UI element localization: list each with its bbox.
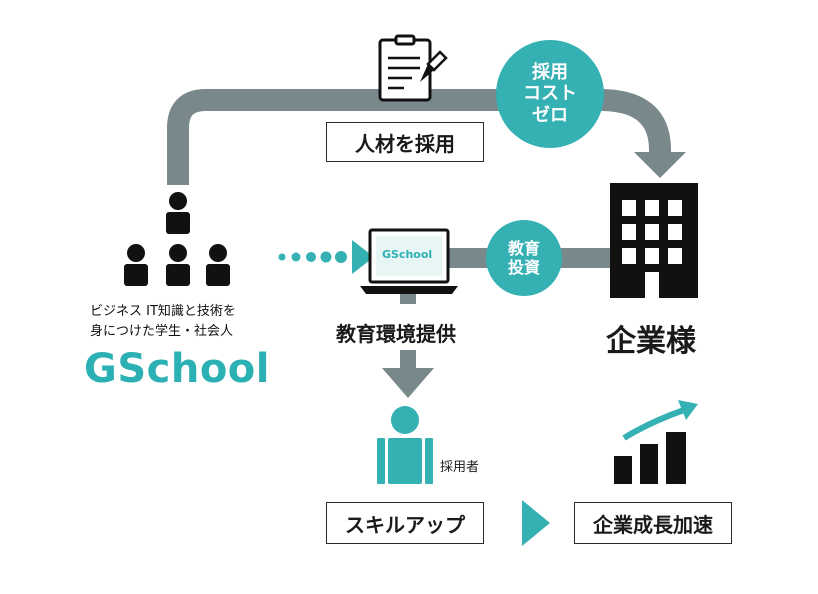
office-building-icon <box>610 183 698 298</box>
laptop-icon <box>360 228 458 294</box>
company-label: 企業様 <box>606 324 696 359</box>
gschool-logo: GSchool <box>84 346 270 392</box>
hired-label: 採用者 <box>440 460 480 475</box>
students-line-1: ビジネス IT知識と技術を <box>90 304 236 319</box>
hire-box: 人材を採用 <box>326 122 484 162</box>
growth-chart-icon <box>614 400 698 484</box>
hire-box-label: 人材を採用 <box>355 131 455 156</box>
growth-label: 企業成長加速 <box>593 512 713 537</box>
students-description: ビジネス IT知識と技術を 身につけた学生・社会人 <box>90 302 236 342</box>
edu-env-label: 教育環境提供 <box>336 322 456 346</box>
cost-zero-line-1: 採用 <box>532 61 568 83</box>
down-arrow-head <box>382 368 434 398</box>
students-line-2: 身につけた学生・社会人 <box>90 324 234 339</box>
cost-zero-badge: 採用 コスト ゼロ <box>496 40 604 148</box>
cost-zero-line-3: ゼロ <box>532 104 568 126</box>
clipboard-pen-icon <box>378 34 448 102</box>
skill-up-box: スキルアップ <box>326 502 484 544</box>
down-arrow-shaft <box>400 350 416 370</box>
laptop-screen-label: GSchool <box>382 248 433 261</box>
growth-box: 企業成長加速 <box>574 502 732 544</box>
cost-zero-line-2: コスト <box>523 83 577 105</box>
edu-invest-line-2: 投資 <box>507 258 540 277</box>
hire-flow-arrowhead <box>634 152 686 178</box>
edu-invest-line-1: 教育 <box>507 238 540 258</box>
play-triangle-icon <box>522 500 550 546</box>
dotted-flow-arrow <box>278 240 374 274</box>
laptop-stub <box>400 294 416 304</box>
person-icon <box>377 406 433 484</box>
people-group-icon <box>124 192 230 286</box>
skill-up-label: スキルアップ <box>345 512 465 537</box>
edu-invest-badge: 教育 投資 <box>486 220 562 296</box>
